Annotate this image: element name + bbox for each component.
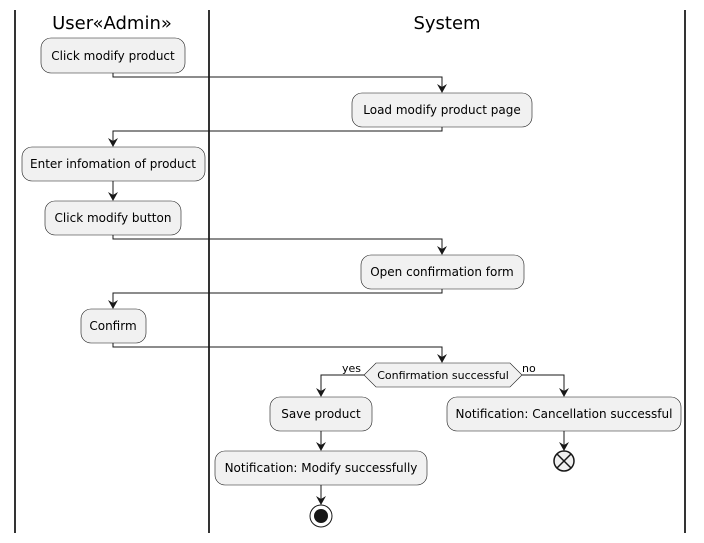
activity-enter-info: Enter infomation of product — [21, 146, 206, 182]
activity-notify-cancel: Notification: Cancellation successful — [446, 396, 682, 432]
lane-title-user: User«Admin» — [52, 13, 172, 34]
activity-save-product: Save product — [269, 396, 373, 432]
flow-final-icon — [553, 450, 575, 472]
arrow-head — [559, 442, 569, 451]
activity-label: Load modify product page — [363, 103, 520, 117]
activity-click-modify-product: Click modify product — [40, 37, 186, 74]
edge-no-branch — [522, 374, 565, 392]
decision-no-label: no — [522, 362, 536, 375]
arrow-head — [437, 84, 447, 93]
activity-click-modify-button: Click modify button — [44, 200, 182, 236]
edge-yes-branch — [320, 374, 364, 392]
lane-title-system: System — [413, 13, 480, 34]
edge-to-enter-info — [112, 127, 443, 142]
arrow-head — [108, 192, 118, 201]
arrow-head — [108, 300, 118, 309]
activity-label: Click modify button — [55, 211, 172, 225]
activity-label: Save product — [281, 407, 361, 421]
arrow-head — [559, 388, 569, 397]
activity-label: Click modify product — [51, 49, 175, 63]
arrow-head — [316, 388, 326, 397]
activity-end-icon — [309, 504, 333, 528]
activity-label: Open confirmation form — [370, 265, 514, 279]
activity-open-confirmation: Open confirmation form — [360, 254, 525, 290]
decision-yes-label: yes — [342, 362, 361, 375]
arrow-head — [437, 246, 447, 255]
edge-to-load-page — [112, 73, 443, 88]
arrow-head — [437, 354, 447, 363]
activity-label: Confirm — [89, 319, 136, 333]
activity-load-modify-page: Load modify product page — [351, 92, 533, 128]
activity-label: Notification: Cancellation successful — [456, 407, 673, 421]
edge-to-decision — [112, 343, 443, 358]
decision-label: Confirmation successful — [377, 369, 509, 382]
edge-to-confirm — [112, 289, 443, 304]
activity-confirm: Confirm — [80, 308, 147, 344]
activity-notify-modify: Notification: Modify successfully — [214, 450, 428, 486]
arrow-head — [316, 496, 326, 505]
activity-label: Enter infomation of product — [30, 157, 196, 171]
activity-label: Notification: Modify successfully — [225, 461, 418, 475]
decision-confirmation: Confirmation successful — [363, 362, 523, 388]
arrow-head — [108, 138, 118, 147]
arrow-head — [316, 442, 326, 451]
edge-to-open-confirmation — [112, 235, 443, 250]
